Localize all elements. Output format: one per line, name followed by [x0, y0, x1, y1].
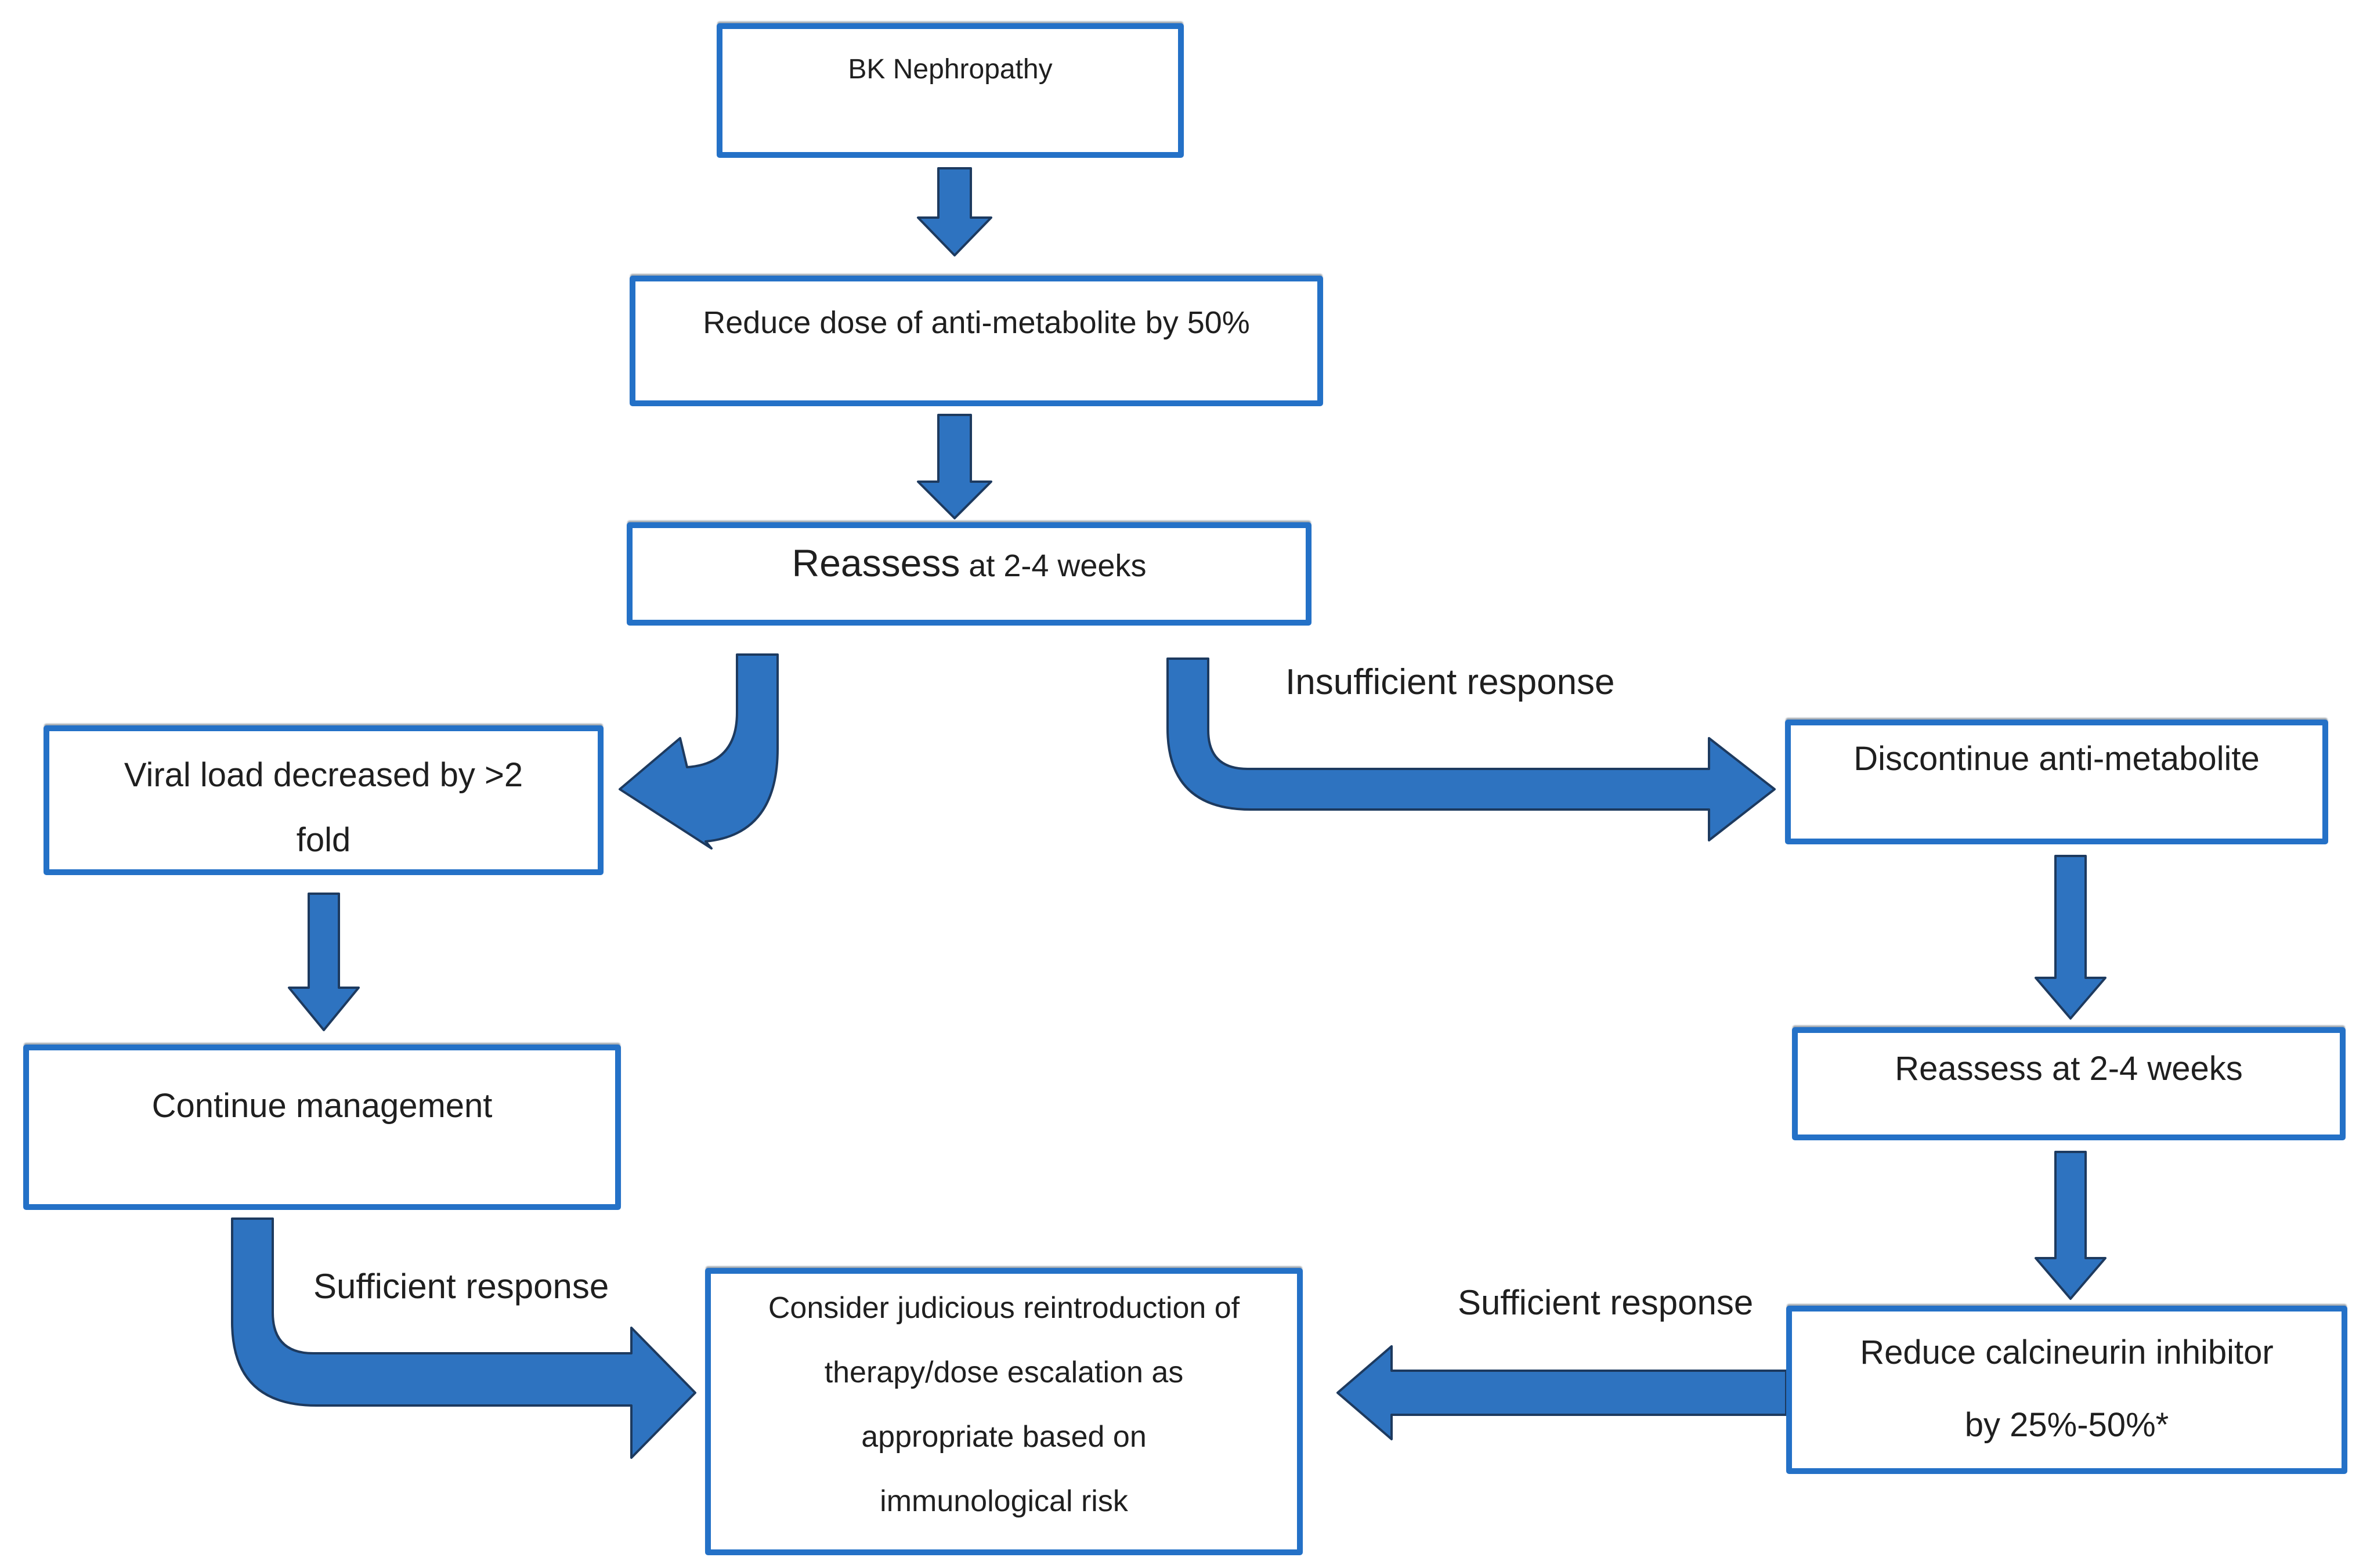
node-continue-management-label: Continue management: [151, 1087, 493, 1125]
node-bk-nephropathy-label: BK Nephropathy: [848, 54, 1053, 85]
node-consider-reintroduction: Consider judicious reintroduction of the…: [705, 1268, 1303, 1555]
node-reduce-dose-antimetabolite: Reduce dose of anti-metabolite by 50%: [630, 276, 1323, 406]
node-viral-load-line-2: fold: [296, 821, 351, 859]
edge-label-sufficient-response-right: Sufficient response: [1458, 1283, 1754, 1322]
arrow-down-reduce-dose-to-reassess: [917, 414, 992, 519]
arrow-left-reduce-cni-to-consider: [1336, 1345, 1787, 1440]
node-consider-line-1: Consider judicious reintroduction of: [768, 1291, 1240, 1325]
node-consider-line-4: immunological risk: [880, 1484, 1128, 1518]
node-discontinue-antimetabolite: Discontinue anti-metabolite: [1785, 720, 2328, 844]
arrow-elbow-reassess-to-viral-load: [619, 653, 779, 850]
node-bk-nephropathy: BK Nephropathy: [717, 23, 1184, 158]
node-viral-load-decreased: Viral load decreased by >2 fold: [44, 725, 604, 875]
node-reduce-calcineurin-inhibitor: Reduce calcineurin inhibitor by 25%-50%*: [1786, 1306, 2347, 1474]
node-discontinue-label: Discontinue anti-metabolite: [1853, 740, 2260, 778]
edge-label-sufficient-response-left: Sufficient response: [313, 1267, 609, 1306]
node-reassess-center-label-rest: at 2-4 weeks: [960, 548, 1147, 583]
node-consider-line-3: appropriate based on: [861, 1420, 1147, 1454]
node-reassess-2-4-weeks-center: Reassess at 2-4 weeks: [627, 522, 1311, 626]
arrow-elbow-reassess-to-discontinue: [1166, 657, 1776, 841]
node-reduce-dose-label: Reduce dose of anti-metabolite by 50%: [703, 305, 1250, 340]
arrow-down-discontinue-to-reassess2: [2035, 855, 2107, 1020]
node-reduce-cni-line-2: by 25%-50%*: [1964, 1406, 2169, 1444]
arrow-down-bk-to-reduce-dose: [917, 167, 992, 256]
node-continue-management: Continue management: [23, 1045, 621, 1210]
node-consider-line-2: therapy/dose escalation as: [824, 1356, 1184, 1389]
node-reduce-cni-line-1: Reduce calcineurin inhibitor: [1860, 1334, 2274, 1371]
node-reassess-center-label-emphasis: Reassess: [792, 541, 960, 584]
arrow-elbow-continue-to-consider: [231, 1217, 696, 1459]
arrow-down-viral-load-to-continue: [288, 893, 360, 1031]
edge-label-insufficient-response: Insufficient response: [1285, 662, 1615, 702]
node-reassess-2-4-weeks-right: Reassess at 2-4 weeks: [1792, 1027, 2346, 1140]
arrow-down-reassess2-to-reduce-cni: [2035, 1151, 2107, 1300]
node-viral-load-line-1: Viral load decreased by >2: [124, 756, 523, 794]
node-reassess-right-label: Reassess at 2-4 weeks: [1895, 1050, 2243, 1088]
